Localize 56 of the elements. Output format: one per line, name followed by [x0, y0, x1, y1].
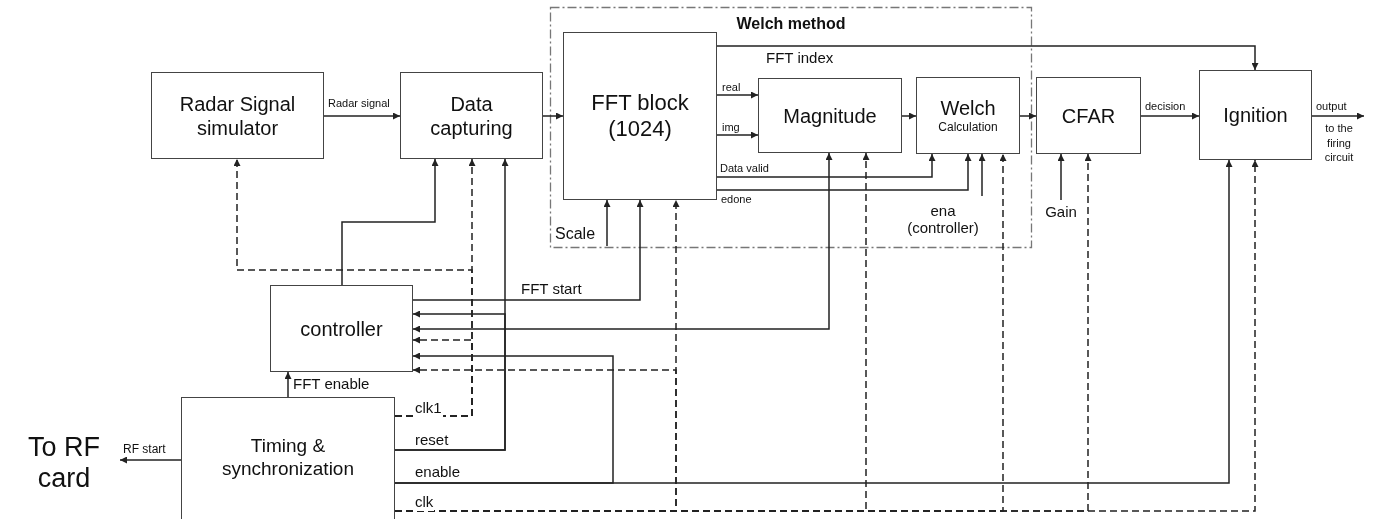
block-box	[181, 397, 395, 519]
arrow	[284, 371, 292, 398]
arrow	[412, 199, 644, 301]
arrow	[1057, 153, 1065, 201]
signal-label: to the firing circuit	[1323, 120, 1355, 166]
arrow	[341, 158, 439, 286]
arrow	[716, 131, 759, 139]
edge-label: clk1	[414, 400, 443, 417]
edge-label: img	[721, 121, 741, 134]
edge-label: clk	[414, 494, 435, 511]
block-box	[563, 32, 717, 200]
block-box	[758, 78, 902, 153]
arrow	[1019, 112, 1037, 120]
arrow	[394, 352, 614, 484]
arrow	[603, 199, 611, 247]
arrow	[901, 112, 917, 120]
block-box	[916, 77, 1020, 154]
arrow	[978, 153, 986, 197]
arrow	[1140, 112, 1200, 120]
block-box	[1036, 77, 1141, 154]
arrow	[716, 153, 936, 178]
block-label: CFAR	[1061, 103, 1116, 128]
block-label: Data capturing	[429, 91, 514, 140]
edge-label: Data valid	[719, 162, 770, 175]
block-box	[400, 72, 543, 159]
signal-label: ena (controller)	[906, 201, 980, 237]
block-label: Timing & synchronization	[221, 435, 355, 481]
block-label: Welch	[940, 96, 996, 121]
signal-label: To RF card	[27, 431, 101, 495]
arrow	[716, 45, 1259, 71]
signal-label: Gain	[1045, 203, 1077, 221]
arrow	[716, 153, 972, 191]
arrow	[1311, 112, 1365, 120]
block-label: FFT block (1024)	[590, 89, 690, 143]
block-label: Ignition	[1223, 103, 1288, 127]
signal-label: Scale	[555, 224, 596, 244]
arrow	[323, 112, 401, 120]
arrow	[412, 152, 833, 333]
block-label: Radar Signal simulator	[178, 91, 297, 140]
block-label: controller	[300, 316, 383, 341]
arrow	[394, 336, 473, 417]
edge-label: edone	[720, 193, 753, 206]
arrow	[119, 456, 182, 464]
arrow	[542, 112, 564, 120]
arrow	[394, 310, 506, 451]
block-label: Magnitude	[783, 103, 877, 128]
edge-label: real	[721, 81, 742, 94]
block-sublabel: Calculation	[938, 120, 998, 135]
arrow	[716, 91, 759, 99]
block-box	[1199, 70, 1312, 160]
edge-label: Radar signal	[327, 97, 391, 110]
block-box	[270, 285, 413, 372]
block-box	[151, 72, 324, 159]
edge-label: decision	[1144, 100, 1187, 113]
dash-dot-frame	[550, 7, 1032, 248]
edge-label: output	[1315, 100, 1348, 113]
